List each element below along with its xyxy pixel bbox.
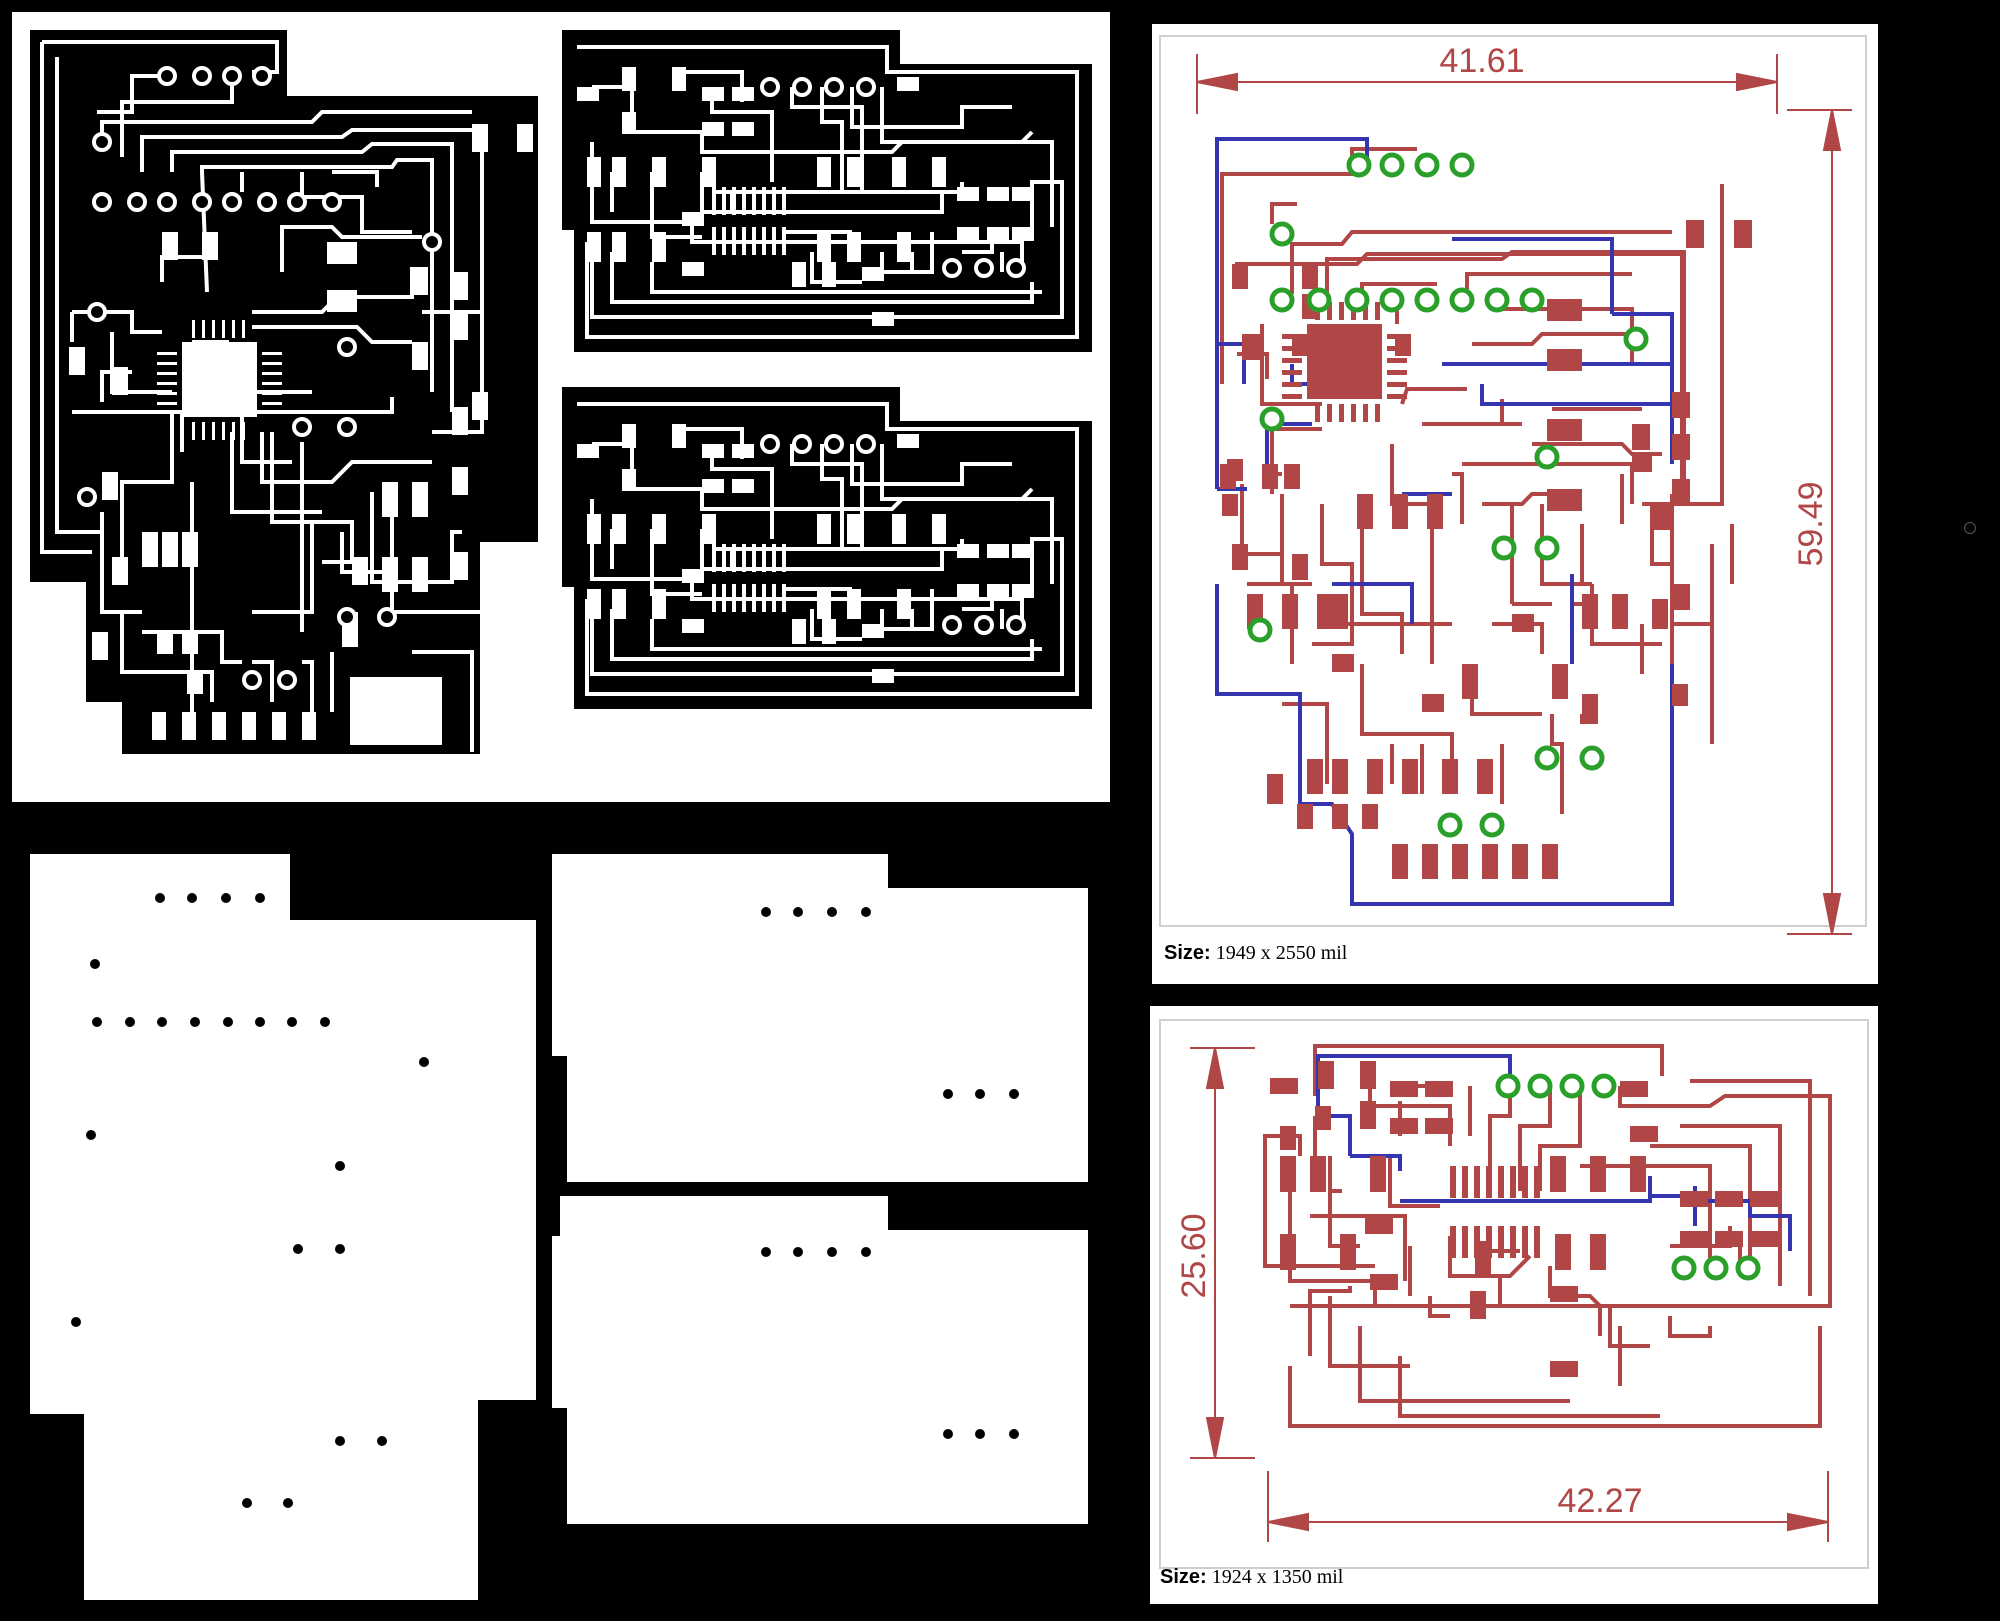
eda-main-size-title: Size: xyxy=(1164,942,1211,964)
trace-mask-art xyxy=(30,30,1092,754)
eda-small-width-label: 42.27 xyxy=(1557,1482,1642,1520)
drill-mask-panel xyxy=(0,840,1100,1621)
circle-outline-icon xyxy=(1964,522,1976,534)
trace-mask-panel xyxy=(12,12,1110,802)
eda-main-panel: 41.61 59.49 xyxy=(1152,24,1878,984)
eda-small-art: 25.60 42.27 xyxy=(1159,1019,1869,1569)
eda-small-size-value: 1924 x 1350 mil xyxy=(1211,1566,1344,1588)
eda-main-size-label: Size: 1949 x 2550 mil xyxy=(1164,942,1347,965)
eda-main-size-value: 1949 x 2550 mil xyxy=(1215,942,1348,964)
eda-small-height-label: 25.60 xyxy=(1175,1213,1213,1298)
eda-main-art: 41.61 59.49 xyxy=(1159,35,1867,935)
drill-mask-art xyxy=(30,854,1088,1600)
eda-small-panel: 25.60 42.27 xyxy=(1150,1006,1878,1604)
eda-small-size-label: Size: 1924 x 1350 mil xyxy=(1160,1566,1343,1589)
eda-small-size-title: Size: xyxy=(1160,1566,1207,1588)
eda-main-width-label: 41.61 xyxy=(1439,42,1524,80)
eda-main-height-label: 59.49 xyxy=(1792,481,1830,566)
